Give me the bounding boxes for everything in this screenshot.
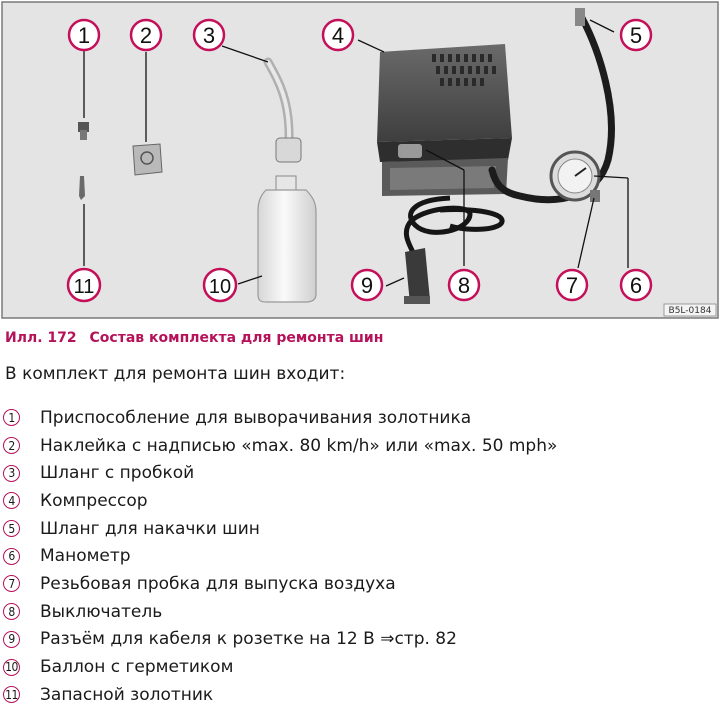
svg-text:6: 6 — [630, 273, 642, 298]
svg-text:B5L-0184: B5L-0184 — [669, 306, 712, 316]
item-text: Шланг с пробкой — [40, 463, 195, 484]
item-text: Разъём для кабеля к розетке на 12 В ⇒стр… — [40, 629, 457, 650]
item-number-badge: 10 — [3, 658, 20, 676]
callout-9: 9 — [350, 268, 384, 302]
svg-text:2: 2 — [140, 23, 152, 48]
spare-valve-core-drawing — [79, 176, 85, 200]
intro-text: В комплект для ремонта шин входит: — [5, 364, 346, 384]
item-number-badge: 7 — [3, 575, 20, 593]
sticker-drawing — [132, 143, 163, 176]
svg-text:11: 11 — [74, 276, 95, 298]
svg-text:3: 3 — [203, 23, 215, 48]
list-item: 3 Шланг с пробкой — [0, 459, 720, 487]
svg-text:7: 7 — [566, 273, 578, 298]
hose-with-plug-drawing — [263, 57, 302, 163]
item-text: Манометр — [40, 546, 131, 567]
item-text: Выключатель — [40, 601, 163, 622]
svg-text:5: 5 — [630, 23, 642, 48]
item-number-badge: 2 — [3, 437, 20, 455]
item-text: Баллон с герметиком — [40, 657, 234, 678]
list-item: 8 Выключатель — [0, 598, 720, 626]
callout-leader-lines — [83, 19, 629, 287]
list-item: 11 Запасной золотник — [0, 681, 720, 709]
list-item: 5 Шланг для накачки шин — [0, 515, 720, 543]
item-text: Компрессор — [40, 490, 148, 511]
list-item: 6 Манометр — [0, 542, 720, 570]
callout-8: 8 — [447, 268, 481, 302]
list-item: 1 Приспособление для выворачивания золот… — [0, 404, 720, 432]
power-plug-drawing — [403, 195, 505, 304]
callout-6: 6 — [619, 268, 653, 302]
item-text: Шланг для накачки шин — [40, 518, 260, 539]
figure-title: Состав комплекта для ремонта шин — [89, 330, 384, 346]
item-number-badge: 11 — [3, 686, 20, 704]
svg-text:8: 8 — [458, 273, 470, 298]
callout-1: 1 — [67, 18, 101, 52]
callout-4: 4 — [321, 18, 355, 52]
callout-7: 7 — [555, 268, 589, 302]
list-item: 4 Компрессор — [0, 487, 720, 515]
list-item: 2 Наклейка с надписью «max. 80 km/h» или… — [0, 432, 720, 460]
item-number-badge: 9 — [3, 630, 20, 648]
callout-markers: 1 2 3 4 5 6 7 — [66, 18, 653, 303]
list-item: 10 Баллон с герметиком — [0, 653, 720, 681]
item-number-badge: 6 — [3, 547, 20, 565]
callout-5: 5 — [619, 18, 653, 52]
callout-10: 10 — [202, 267, 238, 303]
item-number-badge: 8 — [3, 603, 20, 621]
item-text: Приспособление для выворачивания золотни… — [40, 407, 472, 428]
tire-repair-kit-illustration: 1 2 3 4 5 6 7 — [0, 0, 720, 320]
callout-2: 2 — [129, 18, 163, 52]
callout-3: 3 — [192, 18, 226, 52]
valve-tool-drawing — [78, 122, 89, 140]
list-item: 7 Резьбовая пробка для выпуска воздуха — [0, 570, 720, 598]
figure-caption: Илл. 172 Состав комплекта для ремонта ши… — [5, 330, 383, 346]
parts-list: 1 Приспособление для выворачивания золот… — [0, 404, 720, 709]
figure-number: Илл. 172 — [5, 330, 77, 346]
item-number-badge: 3 — [3, 464, 20, 482]
sealant-bottle-drawing — [257, 175, 317, 303]
item-text: Наклейка с надписью «max. 80 km/h» или «… — [40, 435, 558, 456]
svg-text:4: 4 — [332, 23, 344, 48]
pressure-gauge-drawing — [549, 150, 601, 202]
callout-11: 11 — [66, 267, 102, 303]
item-number-badge: 4 — [3, 492, 20, 510]
compressor-drawing — [377, 44, 512, 196]
item-number-badge: 1 — [3, 409, 20, 427]
svg-text:10: 10 — [209, 276, 231, 298]
item-text: Резьбовая пробка для выпуска воздуха — [40, 573, 396, 594]
item-number-badge: 5 — [3, 520, 20, 538]
list-item: 9 Разъём для кабеля к розетке на 12 В ⇒с… — [0, 626, 720, 654]
svg-text:9: 9 — [361, 273, 373, 298]
item-text: Запасной золотник — [40, 684, 214, 705]
figure-code-label: B5L-0184 — [663, 303, 717, 317]
svg-text:1: 1 — [78, 23, 90, 48]
